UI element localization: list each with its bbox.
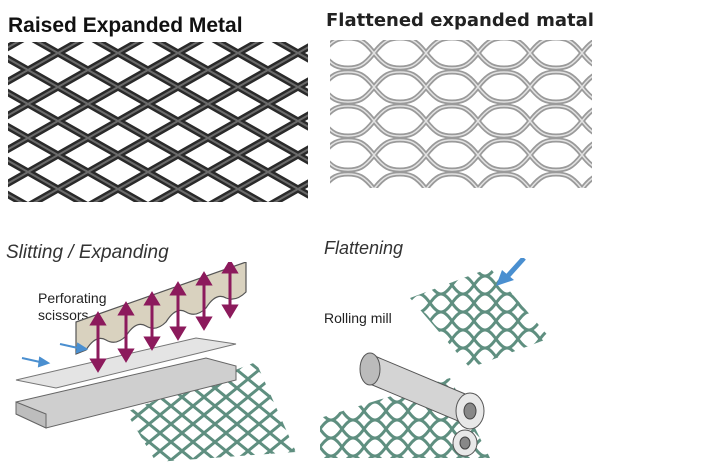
- perforating-label-line1: Perforating: [38, 290, 107, 306]
- flattened-expanded-metal-title: Flattened expanded matal: [326, 10, 594, 31]
- flattening-title: Flattening: [324, 238, 404, 258]
- rolling-mill-label: Rolling mill: [324, 310, 392, 326]
- perforating-blade: [75, 262, 247, 355]
- rolling-mill-rollers: [359, 352, 485, 457]
- expanded-mesh-output: [126, 362, 296, 462]
- perforating-label-line2: scissors: [38, 307, 89, 323]
- raised-expanded-metal-title: Raised Expanded Metal: [8, 14, 243, 37]
- feed-arrow-icon: [21, 342, 89, 368]
- slitting-diagram: [15, 262, 296, 462]
- raised-mesh-photo: [8, 42, 308, 202]
- up-down-arrow-icons: [89, 262, 239, 373]
- direction-arrow-icon: [496, 258, 526, 286]
- incoming-mesh: [410, 268, 550, 368]
- flattened-mesh-photo: [330, 40, 592, 188]
- flattening-diagram: [320, 258, 550, 458]
- metal-sheet: [15, 337, 237, 389]
- perforating-scissors-label: Perforating scissors: [38, 290, 106, 324]
- slitting-expanding-title: Slitting / Expanding: [6, 242, 169, 263]
